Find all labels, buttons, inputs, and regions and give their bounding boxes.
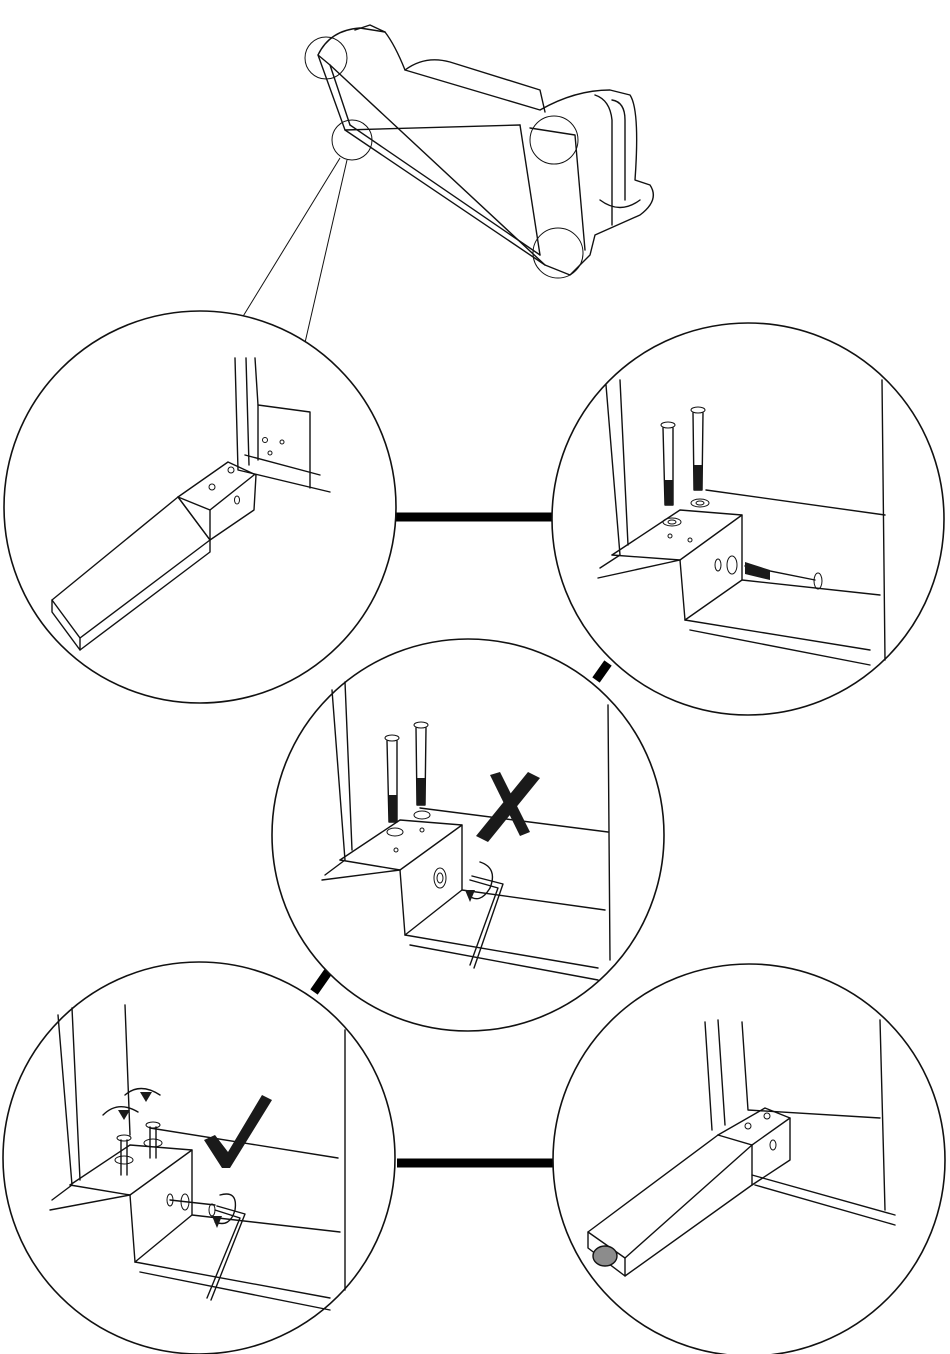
corner-highlight-3 [530, 116, 578, 164]
step-4-circle [3, 962, 395, 1354]
step-1-circle [4, 311, 396, 703]
foot-pad [593, 1246, 617, 1266]
sofa-overview [242, 25, 653, 347]
step-5-circle [553, 964, 945, 1354]
step-2-circle [552, 323, 944, 715]
step-3-circle [272, 639, 664, 1031]
